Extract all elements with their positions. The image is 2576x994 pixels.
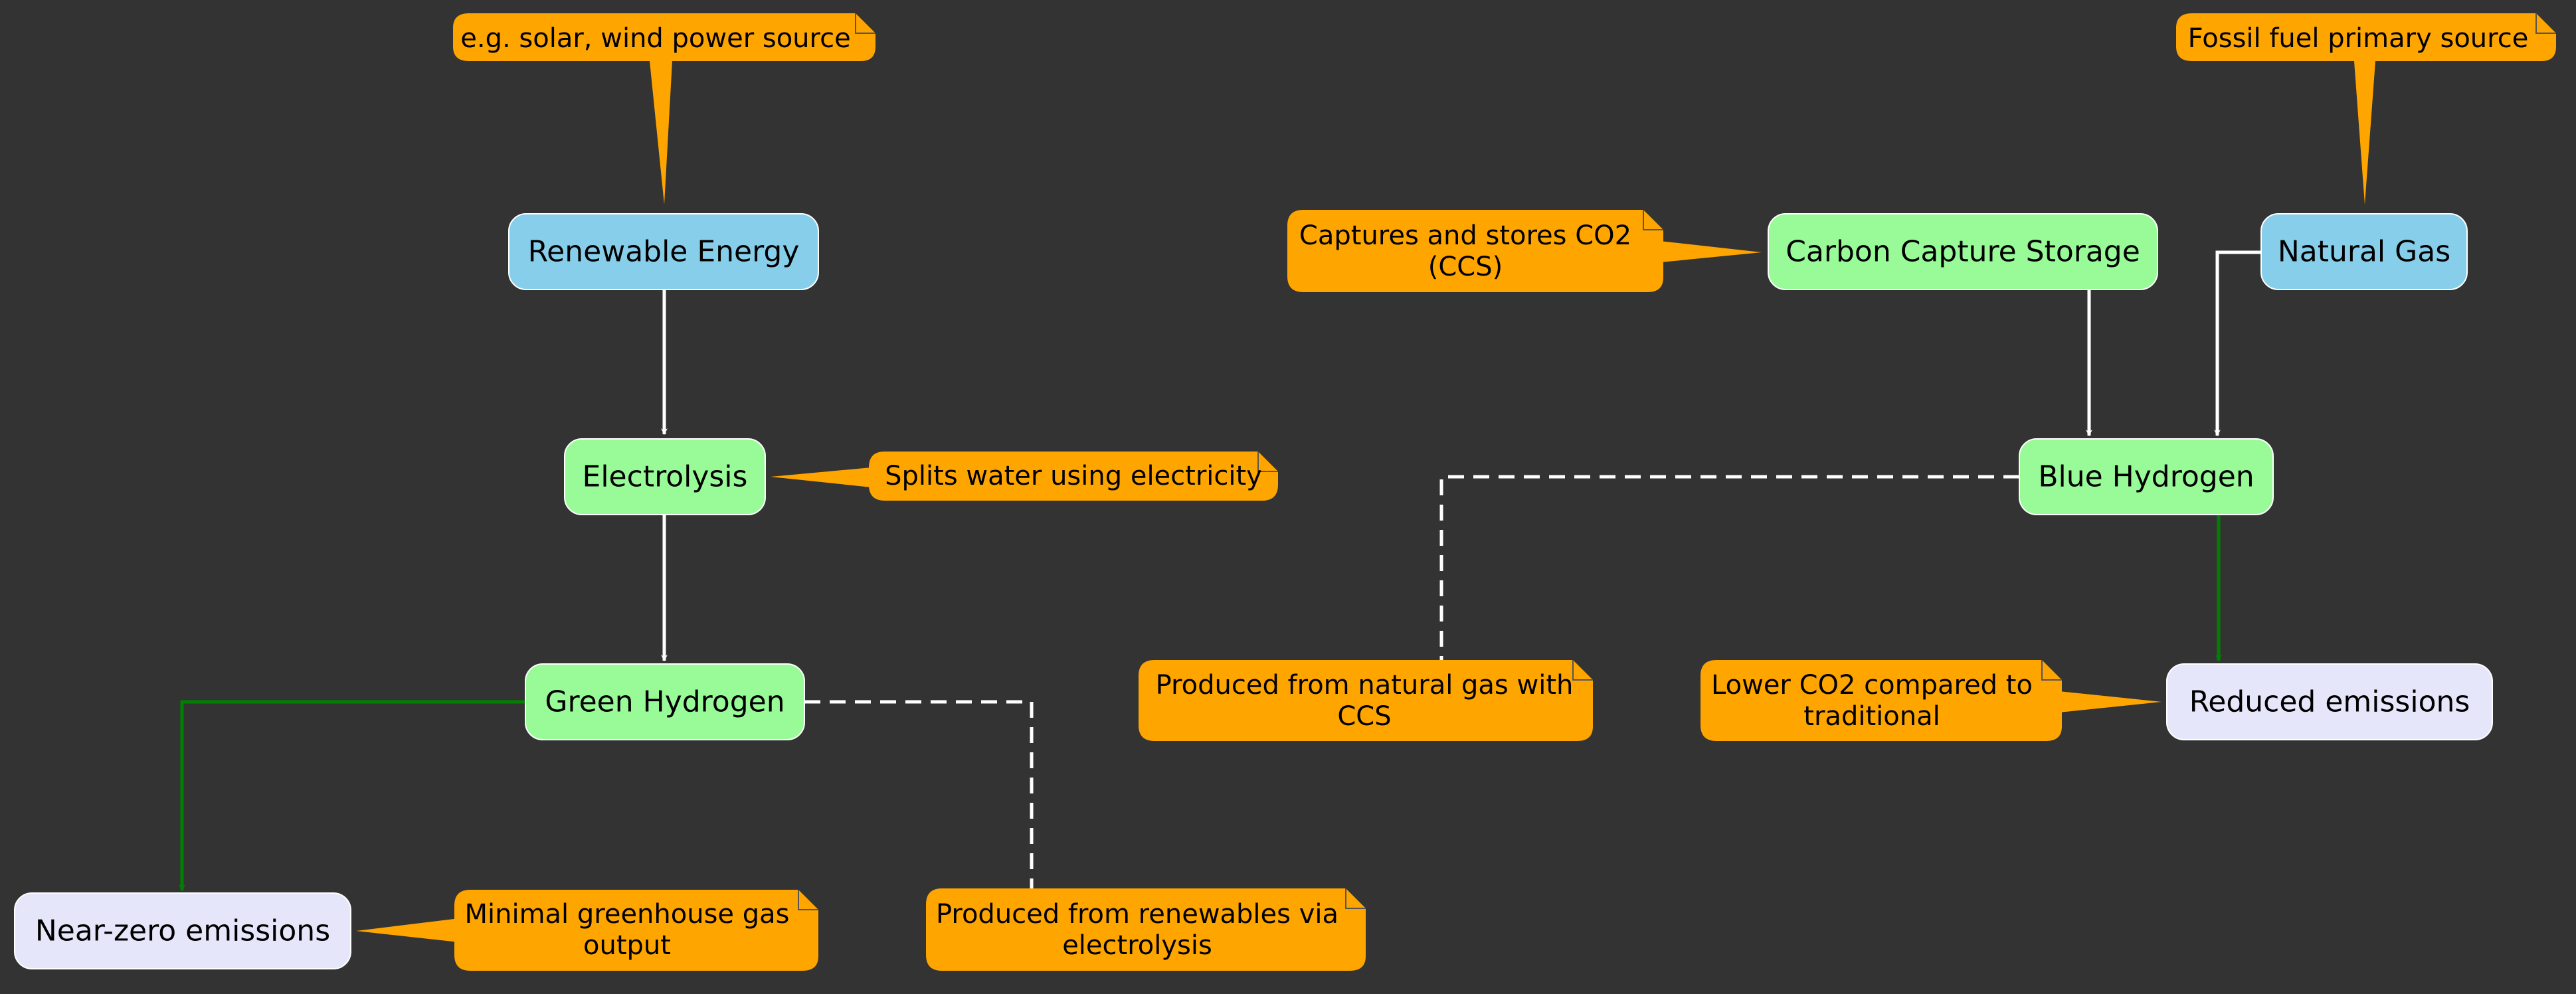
edges	[179, 250, 2261, 891]
node-carbon-capture-storage-label: Carbon Capture Storage	[1786, 235, 2140, 269]
note-blue-hydrogen: Produced from natural gas with CCS	[1139, 660, 1593, 741]
note-green-hydrogen-line-1: Produced from renewables via	[936, 899, 1338, 930]
note-ccs: Captures and stores CO2 (CCS)	[1287, 210, 1762, 292]
note-electrolysis: Splits water using electricity	[771, 452, 1278, 501]
node-green-hydrogen: Green Hydrogen	[525, 663, 805, 740]
node-carbon-capture-storage: Carbon Capture Storage	[1768, 213, 2158, 290]
note-renewable-source-line-1: e.g. solar, wind power source	[460, 23, 850, 54]
note-blue-hydrogen-line-2: CCS	[1337, 701, 1391, 732]
node-renewable-energy-label: Renewable Energy	[528, 235, 800, 269]
node-reduced-emissions-label: Reduced emissions	[2189, 685, 2470, 719]
note-green-hydrogen-line-2: electrolysis	[1062, 930, 1212, 961]
node-blue-hydrogen-label: Blue Hydrogen	[2038, 460, 2254, 494]
note-renewable-source: e.g. solar, wind power source	[453, 13, 875, 205]
node-near-zero-emissions: Near-zero emissions	[14, 892, 351, 969]
note-natural-gas: Fossil fuel primary source	[2176, 13, 2556, 205]
node-natural-gas-label: Natural Gas	[2278, 235, 2450, 269]
note-green-hydrogen: Produced from renewables via electrolysi…	[926, 888, 1366, 971]
edge-green-hydrogen-to-near-zero	[179, 700, 525, 891]
edge-natural-gas-to-blue-hydrogen	[2214, 250, 2261, 436]
node-natural-gas: Natural Gas	[2260, 213, 2468, 290]
note-ccs-line-2: (CCS)	[1428, 252, 1503, 282]
node-near-zero-emissions-label: Near-zero emissions	[35, 914, 330, 948]
note-reduced: Lower CO2 compared to traditional	[1701, 660, 2162, 741]
node-electrolysis-label: Electrolysis	[583, 460, 748, 494]
note-near-zero-line-1: Minimal greenhouse gas	[464, 899, 789, 930]
note-blue-hydrogen-line-1: Produced from natural gas with	[1156, 670, 1574, 701]
link-blue-hydrogen-note	[1439, 475, 2019, 660]
link-green-hydrogen-note	[804, 700, 1034, 888]
node-reduced-emissions: Reduced emissions	[2166, 663, 2493, 740]
node-blue-hydrogen: Blue Hydrogen	[2019, 438, 2274, 515]
note-near-zero-line-2: output	[583, 930, 671, 961]
node-green-hydrogen-label: Green Hydrogen	[545, 685, 784, 719]
node-renewable-energy: Renewable Energy	[508, 213, 819, 290]
note-electrolysis-line-1: Splits water using electricity	[885, 461, 1262, 491]
note-ccs-line-1: Captures and stores CO2	[1299, 220, 1631, 251]
note-reduced-line-2: traditional	[1803, 701, 1940, 732]
note-reduced-line-1: Lower CO2 compared to	[1711, 670, 2033, 701]
note-near-zero: Minimal greenhouse gas output	[356, 890, 818, 971]
node-electrolysis: Electrolysis	[564, 438, 766, 515]
note-natural-gas-line-1: Fossil fuel primary source	[2188, 23, 2529, 54]
